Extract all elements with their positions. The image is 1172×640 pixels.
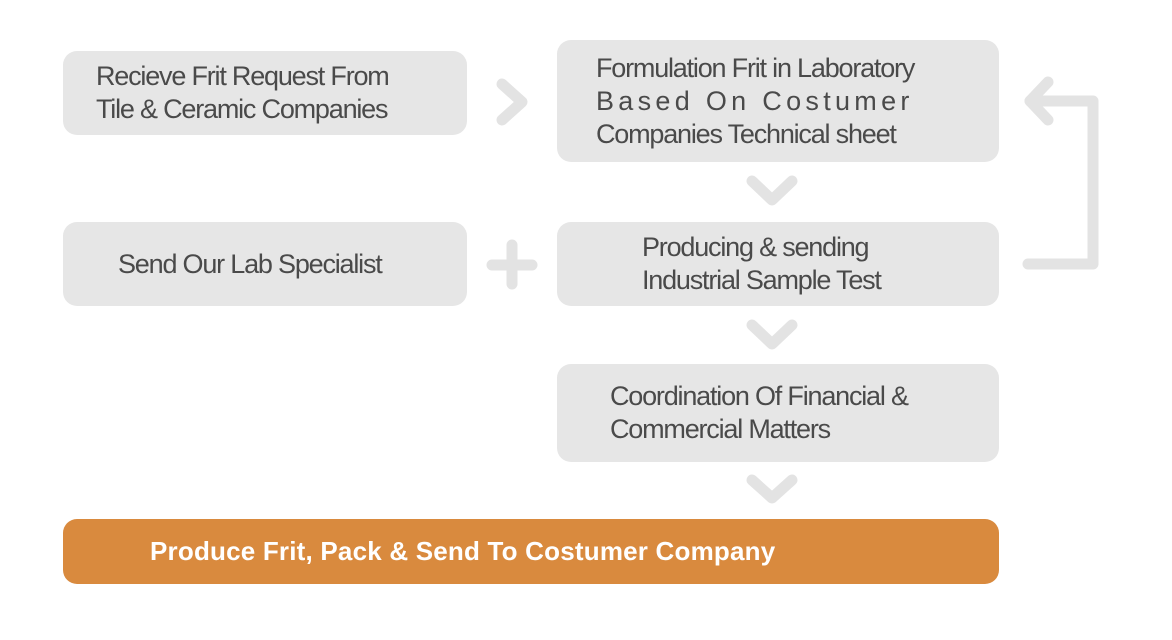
step-text-line: Tile & Ceramic Companies	[96, 94, 389, 124]
step-coordination: Coordination Of Financial & Commercial M…	[557, 364, 999, 462]
step-receive-request: Recieve Frit Request From Tile & Ceramic…	[63, 51, 467, 135]
step-text-line: Commercial Matters	[610, 414, 831, 444]
step-text-line: Companies Technical sheet	[596, 118, 897, 149]
chevron-down-icon	[746, 175, 798, 206]
step-text-line: Coordination Of Financial &	[610, 381, 909, 411]
step-text-line: Industrial Sample Test	[642, 265, 882, 295]
step-text-line: Producing & sending	[642, 232, 870, 262]
step-text-line: Based On Costumer	[596, 85, 914, 116]
chevron-down-icon	[746, 319, 798, 350]
step-produce-pack-send: Produce Frit, Pack & Send To Costumer Co…	[63, 519, 999, 584]
step-text-line: Recieve Frit Request From	[96, 61, 390, 91]
step-text-line: Formulation Frit in Laboratory	[596, 52, 915, 83]
step-formulation: Formulation Frit in Laboratory Based On …	[557, 40, 999, 162]
step-text-line: Send Our Lab Specialist	[118, 248, 383, 279]
plus-icon	[486, 239, 538, 290]
step-sample-test: Producing & sending Industrial Sample Te…	[557, 222, 999, 306]
chevron-right-icon	[496, 78, 528, 126]
chevron-down-icon	[746, 474, 798, 504]
step-text-line: Produce Frit, Pack & Send To Costumer Co…	[150, 536, 776, 566]
loop-arrow-icon	[1022, 76, 1099, 270]
step-lab-specialist: Send Our Lab Specialist	[63, 222, 467, 306]
